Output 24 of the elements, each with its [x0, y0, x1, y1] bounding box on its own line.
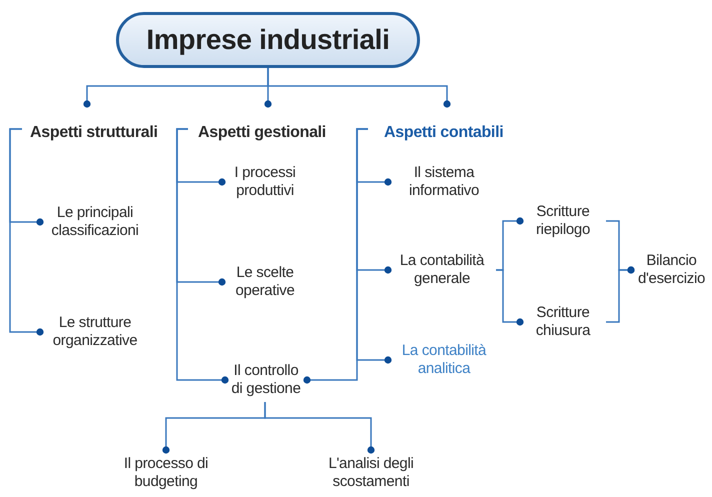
- topic-label: Bilancio d'esercizio: [636, 252, 706, 288]
- connector-line: [606, 266, 635, 323]
- topic-label: Le scelte operative: [234, 264, 296, 300]
- topic-label: Le strutture organizzative: [52, 314, 138, 350]
- topic-label: Scritture riepilogo: [534, 203, 591, 239]
- topic-label: Il processo di budgeting: [123, 455, 209, 491]
- title-text: Imprese industriali: [146, 24, 390, 56]
- connector-line: [9, 128, 44, 336]
- section-heading: Aspetti strutturali: [30, 124, 158, 142]
- topic-label: La contabilità analitica: [400, 342, 488, 378]
- topic-label: La contabilità generale: [398, 252, 486, 288]
- section-heading: Aspetti gestionali: [198, 124, 326, 142]
- topic-label: Le principali classificazioni: [50, 204, 140, 240]
- connector-line: [303, 128, 368, 384]
- topic-label: Il sistema informativo: [408, 164, 480, 200]
- connector-line: [267, 68, 451, 108]
- connector-line: [176, 128, 229, 384]
- section-heading: Aspetti contabili: [384, 124, 504, 142]
- connector-line: [496, 269, 524, 326]
- connector-line: [264, 402, 375, 454]
- topic-label: I processi produttivi: [233, 164, 297, 200]
- topic-label: Scritture chiusura: [534, 304, 592, 340]
- topic-label: L'analisi degli scostamenti: [327, 455, 415, 491]
- topic-label: Il controllo di gestione: [230, 362, 302, 398]
